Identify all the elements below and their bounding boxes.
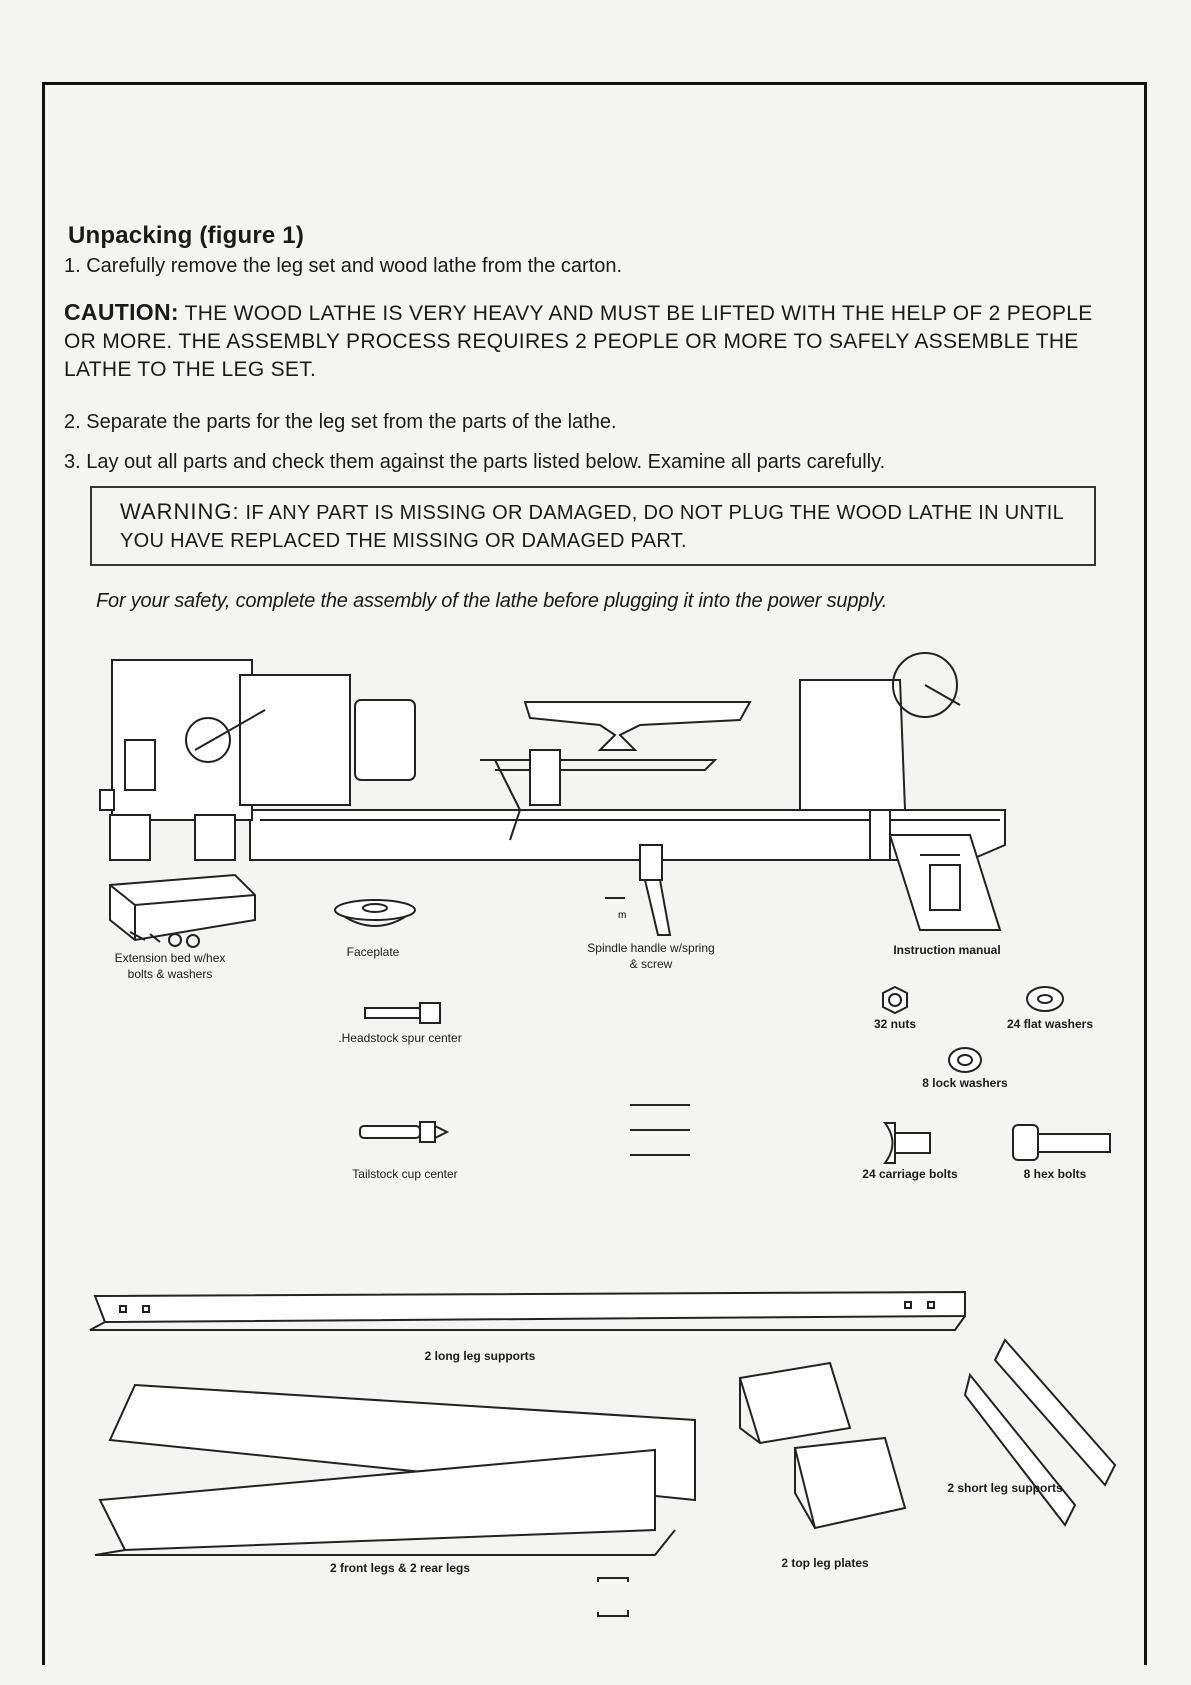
label-nuts: 32 nuts	[873, 1017, 916, 1031]
top-leg-plates-icon	[738, 1361, 907, 1530]
nut-icon	[882, 985, 908, 1015]
spindle-handle-icon: m	[605, 844, 672, 936]
label-front-rear-legs: 2 front legs & 2 rear legs	[329, 1561, 471, 1575]
label-faceplate: Faceplate	[346, 945, 400, 959]
lock-washer-icon	[948, 1047, 982, 1073]
label-flat-washers: 24 flat washers	[1006, 1017, 1094, 1031]
carriage-bolt-icon	[883, 1122, 931, 1164]
label-carriage-bolts: 24 carriage bolts	[862, 1167, 958, 1181]
label-spindle-handle: Spindle handle w/spring & screw	[587, 941, 715, 971]
label-long-leg-supports: 2 long leg supports	[424, 1349, 536, 1363]
caution-label: CAUTION:	[64, 299, 179, 325]
warning-box: WARNING: IF ANY PART IS MISSING OR DAMAG…	[90, 486, 1096, 566]
safety-note: For your safety, complete the assembly o…	[96, 590, 888, 612]
step-1: 1. Carefully remove the leg set and wood…	[64, 255, 623, 277]
label-short-leg-supports: 2 short leg supports	[947, 1481, 1063, 1495]
faceplate-icon	[334, 899, 416, 927]
short-leg-supports-icon	[963, 1338, 1117, 1527]
flat-washer-icon	[1026, 986, 1064, 1012]
warning-text: IF ANY PART IS MISSING OR DAMAGED, DO NO…	[120, 502, 1064, 552]
long-leg-supports-icon	[89, 1290, 966, 1331]
step-3: 3. Lay out all parts and check them agai…	[64, 451, 886, 473]
label-hex-bolts: 8 hex bolts	[1023, 1167, 1087, 1181]
manual-icon	[888, 834, 1002, 931]
extension-bed-illustration	[109, 873, 256, 948]
page-frame	[42, 82, 1147, 1665]
cup-center-icon	[359, 1121, 450, 1143]
warning-block: WARNING: IF ANY PART IS MISSING OR DAMAG…	[120, 498, 1090, 555]
legs-icon	[94, 1383, 696, 1556]
warning-label: WARNING:	[120, 499, 240, 524]
caution-text: THE WOOD LATHE IS VERY HEAVY AND MUST BE…	[64, 302, 1093, 381]
caution-block: CAUTION: THE WOOD LATHE IS VERY HEAVY AN…	[64, 298, 1104, 384]
label-headstock-spur: .Headstock spur center	[338, 1031, 462, 1045]
label-tailstock-cup: Tailstock cup center	[352, 1167, 458, 1181]
label-instruction-manual: Instruction manual	[893, 943, 1001, 957]
svg-text:m: m	[618, 910, 626, 921]
step-2: 2. Separate the parts for the leg set fr…	[64, 411, 617, 433]
label-extension-bed: Extension bed w/hex bolts & washers	[114, 951, 226, 981]
label-top-leg-plates: 2 top leg plates	[781, 1556, 869, 1570]
wood-lathe-illustration	[99, 652, 1006, 861]
page-number-icon	[597, 1577, 629, 1617]
label-lock-washers: 8 lock washers	[922, 1076, 1008, 1090]
spur-center-icon	[364, 1002, 441, 1024]
section-heading: Unpacking (figure 1)	[68, 222, 305, 249]
rods-icon	[630, 1104, 690, 1156]
hex-bolt-icon	[1012, 1124, 1111, 1161]
